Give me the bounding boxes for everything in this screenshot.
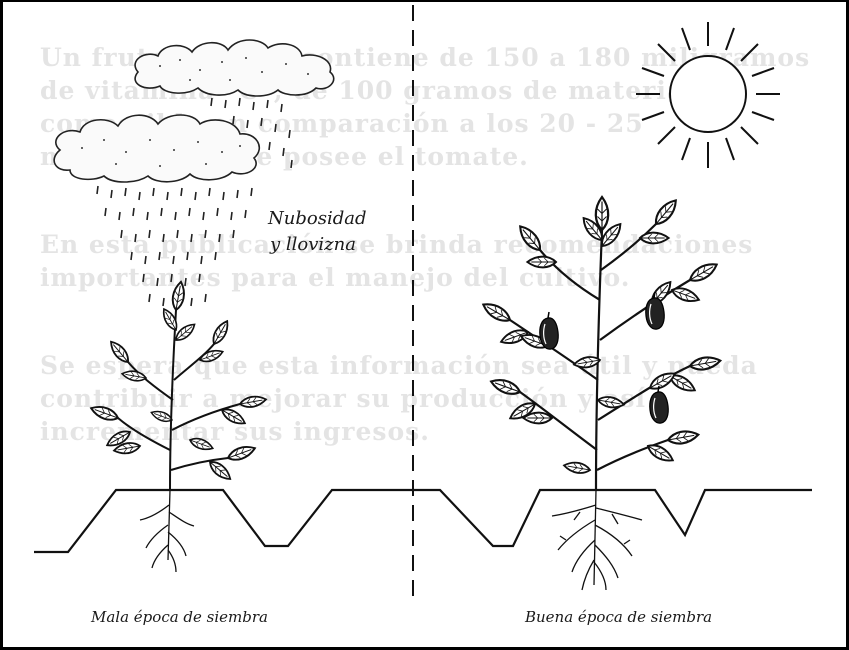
- rain-caption-line2: y llovizna: [268, 232, 366, 258]
- good-season-caption: Buena época de siembra: [525, 608, 712, 626]
- rain-caption: Nubosidad y llovizna: [268, 206, 366, 258]
- weak-plant-roots: [140, 490, 194, 572]
- ground-ridges: [34, 490, 812, 552]
- healthy-plant: [480, 197, 721, 490]
- bad-season-caption: Mala época de siembra: [91, 608, 268, 626]
- pepper-fruit: [650, 386, 668, 423]
- sun-icon: [636, 22, 780, 168]
- rain-caption-line1: Nubosidad: [268, 206, 366, 232]
- pepper-fruit: [540, 312, 558, 349]
- weak-plant: [89, 281, 267, 490]
- healthy-plant-roots: [552, 490, 642, 590]
